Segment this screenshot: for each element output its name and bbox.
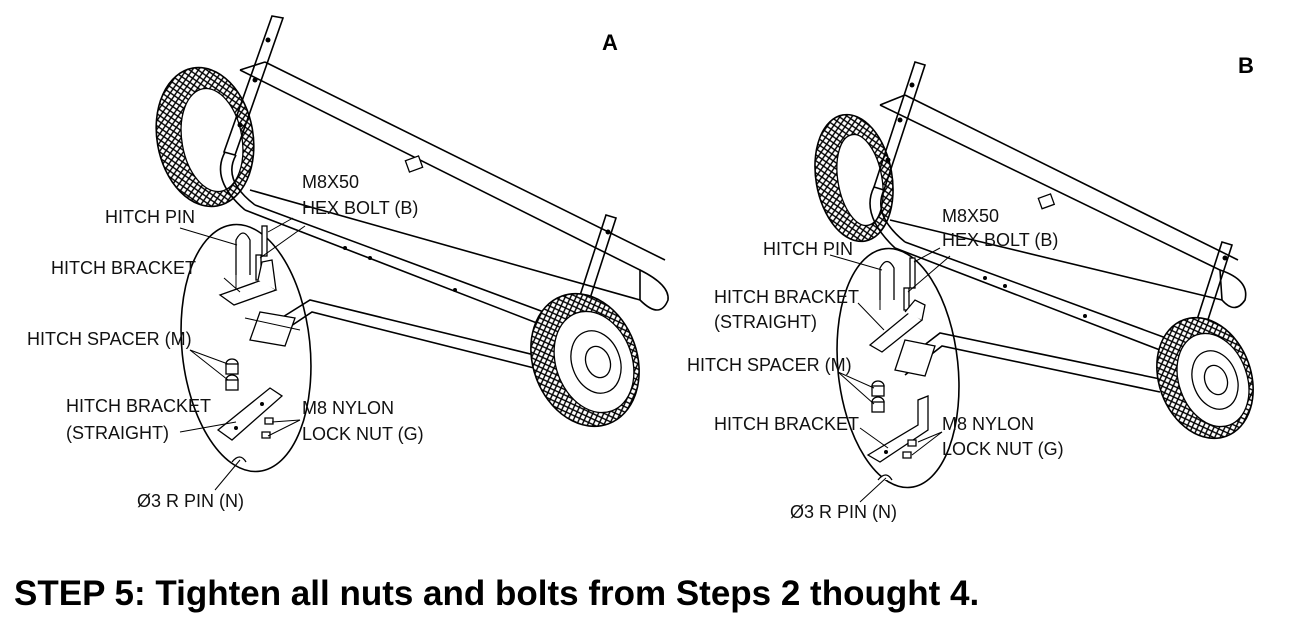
- left-wheel: [155, 66, 255, 208]
- panel-b: B M8X50 HEX BOLT (B) HITCH PIN HITCH BRA…: [687, 53, 1254, 522]
- lock-nut-label-b-line1: M8 NYLON: [942, 414, 1034, 434]
- hitch-spacer-label-b: HITCH SPACER (M): [687, 355, 852, 375]
- hitch-bracket-straight-label-a-line2: (STRAIGHT): [66, 423, 169, 443]
- tow-bar: [269, 299, 556, 373]
- r-pin-label-a: Ø3 R PIN (N): [137, 491, 244, 511]
- hitch-pin-label-b: HITCH PIN: [763, 239, 853, 259]
- hitch-bracket-straight-label-b-line1: HITCH BRACKET: [714, 287, 859, 307]
- hex-bolt-label-a-line1: M8X50: [302, 172, 359, 192]
- hitch-bracket-straight-label-a-line1: HITCH BRACKET: [66, 396, 211, 416]
- hitch-pin-label-a: HITCH PIN: [105, 207, 195, 227]
- handle: [219, 15, 285, 211]
- hitch-parts: [216, 225, 301, 463]
- tow-bar-b: [904, 332, 1166, 393]
- handle-b: [869, 61, 927, 249]
- hex-bolt-label-b-line1: M8X50: [942, 206, 999, 226]
- panel-b-label: B: [1238, 53, 1254, 78]
- hex-bolt-label-b-line2: HEX BOLT (B): [942, 230, 1058, 250]
- hitch-bracket-label-a: HITCH BRACKET: [51, 258, 196, 278]
- left-wheel-b: [814, 113, 894, 243]
- cross-tube-b: [894, 241, 1167, 351]
- hitch-bracket-label-b: HITCH BRACKET: [714, 414, 859, 434]
- hitch-spacer-label-a: HITCH SPACER (M): [27, 329, 192, 349]
- leader-lines-a: [179, 217, 306, 491]
- hitch-detail-ellipse-b: [836, 247, 960, 489]
- cross-tube: [244, 204, 561, 331]
- lock-nut-label-a-line1: M8 NYLON: [302, 398, 394, 418]
- step-instruction: STEP 5: Tighten all nuts and bolts from …: [14, 574, 980, 613]
- panel-a-label: A: [602, 30, 618, 55]
- hitch-detail-ellipse: [180, 223, 312, 473]
- right-wheel-b: [1156, 316, 1254, 440]
- hitch-parts-b: [866, 257, 936, 481]
- hopper-body-b: [879, 94, 1247, 309]
- right-wheel: [530, 292, 640, 428]
- lock-nut-label-b-line2: LOCK NUT (G): [942, 439, 1064, 459]
- r-pin-label-b: Ø3 R PIN (N): [790, 502, 897, 522]
- hitch-bracket-straight-label-b-line2: (STRAIGHT): [714, 312, 817, 332]
- lock-nut-label-a-line2: LOCK NUT (G): [302, 424, 424, 444]
- panel-a: A M8X50 HEX BOLT (B) HITCH PIN HITCH BRA…: [27, 15, 669, 511]
- hopper-body: [239, 61, 669, 311]
- hex-bolt-label-a-line2: HEX BOLT (B): [302, 198, 418, 218]
- leader-lines-b: [829, 247, 951, 503]
